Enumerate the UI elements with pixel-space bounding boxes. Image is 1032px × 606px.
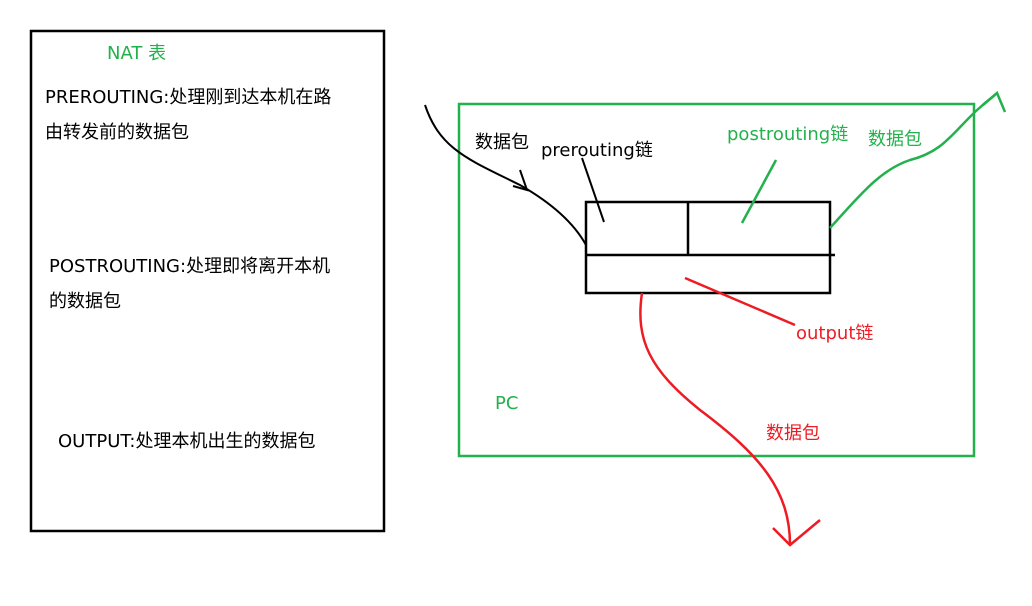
prerouting-chain-label: prerouting链 [541,140,653,161]
nat-table-title: NAT 表 [107,43,166,64]
output-desc: OUTPUT:处理本机出生的数据包 [58,431,315,452]
incoming-arrowhead-icon [512,169,529,192]
prerouting-leader-line [581,157,605,223]
output-arrowhead-icon [772,519,821,547]
postrouting-packet-label: 数据包 [868,129,922,150]
postrouting-leader-line [740,159,778,224]
postrouting-arrowhead-icon [982,90,1007,113]
nat-table-panel [29,29,386,533]
postrouting-chain-label: postrouting链 [727,124,848,145]
output-leader-line [684,276,796,327]
pc-label: PC [495,393,518,414]
output-packet-label: 数据包 [766,423,820,444]
output-packet-arrow [639,292,792,546]
incoming-packet-label: 数据包 [475,132,529,153]
chain-box [584,200,835,295]
output-chain-label: output链 [796,323,873,344]
prerouting-desc-line1: PREROUTING:处理刚到达本机在路 [45,87,331,108]
prerouting-desc-line2: 由转发前的数据包 [45,122,189,143]
pc-box [457,102,976,458]
incoming-packet-arrow [424,104,587,246]
postrouting-desc-line1: POSTROUTING:处理即将离开本机 [49,256,330,277]
postrouting-packet-arrow [829,94,996,229]
postrouting-desc-line2: 的数据包 [49,291,121,312]
